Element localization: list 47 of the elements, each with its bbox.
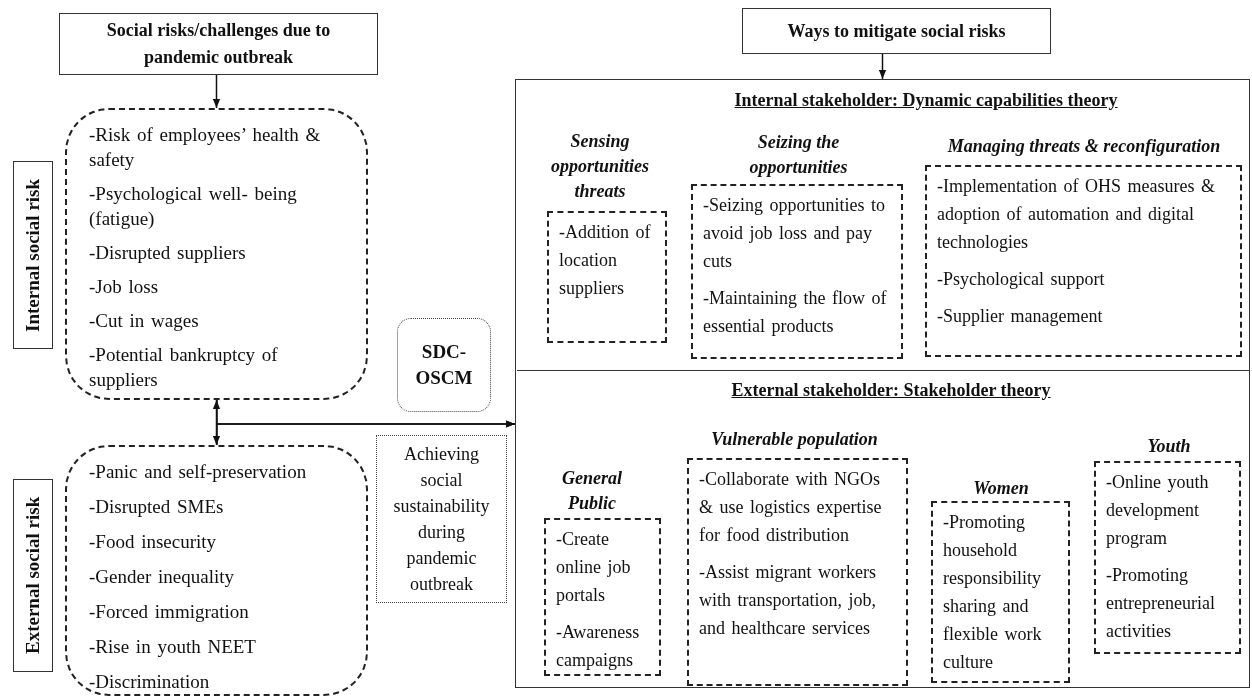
list-item: -Psychological well- being (fatigue) bbox=[89, 182, 298, 231]
list-item: -Implementation of OHS measures & adoption of automation and digital technologies bbox=[937, 175, 1216, 254]
list-item: -Disrupted SMEs bbox=[89, 495, 225, 519]
heading-box: Ways to mitigate social risks bbox=[742, 8, 1051, 54]
list-item: -Promoting household responsibility sharing and flexible work culture bbox=[943, 511, 1043, 674]
side-label: External social risk bbox=[13, 479, 53, 672]
column-heading: Vulnerable population bbox=[710, 428, 879, 451]
arrow bbox=[878, 53, 887, 80]
list-item: -Online youth development program bbox=[1106, 471, 1210, 550]
arrow bbox=[216, 420, 516, 446]
list-item: -Create online job portals bbox=[556, 528, 632, 607]
list-item: -Job loss bbox=[89, 275, 160, 299]
list-item: -Disrupted suppliers bbox=[89, 241, 247, 265]
list-item: -Gender inequality bbox=[89, 565, 235, 589]
column-heading: Managing threats & reconfiguration bbox=[946, 135, 1222, 158]
column-heading: Women bbox=[972, 477, 1030, 500]
arrow bbox=[212, 74, 221, 109]
list-item: -Discrimination bbox=[89, 670, 211, 694]
heading-box: Social risks/challenges due to pandemic outbreak bbox=[59, 13, 378, 75]
dotted-box: Achieving social sustainability during pandemic outbreak bbox=[376, 435, 507, 603]
list-item: -Promoting entrepreneurial activities bbox=[1106, 564, 1216, 643]
double-arrow bbox=[212, 399, 221, 446]
dashed-rounded-box bbox=[65, 445, 368, 696]
list-item: -Maintaining the flow of essential products bbox=[703, 287, 888, 338]
list-item: -Risk of employees’ health & safety bbox=[89, 123, 322, 172]
list-item: -Collaborate with NGOs & use logistics expertise for food distribution bbox=[699, 468, 883, 547]
list-item: -Addition of location suppliers bbox=[559, 221, 652, 300]
list-item: -Cut in wages bbox=[89, 309, 200, 333]
list-item: -Panic and self-preservation bbox=[89, 460, 308, 484]
list-item: -Forced immigration bbox=[89, 600, 250, 624]
dashed-rounded-box bbox=[65, 108, 368, 400]
list-item: -Food insecurity bbox=[89, 530, 218, 554]
list-item: -Seizing opportunities to avoid job loss and pay cuts bbox=[703, 194, 886, 273]
list-item: -Supplier management bbox=[937, 305, 1104, 328]
column-heading: Seizing the opportunities bbox=[748, 131, 849, 179]
section-heading: Internal stakeholder: Dynamic capabilities theory bbox=[733, 90, 1119, 111]
section-heading: External stakeholder: Stakeholder theory bbox=[730, 380, 1052, 401]
column-heading: Sensing opportunities threats bbox=[550, 130, 650, 203]
list-item: -Assist migrant workers with transportation, job, and healthcare services bbox=[699, 561, 877, 640]
list-item: -Rise in youth NEET bbox=[89, 635, 257, 659]
side-label: Internal social risk bbox=[13, 161, 53, 349]
outline-box bbox=[515, 79, 1250, 688]
list-item: -Potential bankruptcy of suppliers bbox=[89, 343, 279, 392]
column-heading: General Public bbox=[561, 467, 623, 515]
column-heading: Youth bbox=[1146, 435, 1192, 458]
list-item: -Awareness campaigns bbox=[556, 621, 641, 672]
list-item: -Psychological support bbox=[937, 268, 1106, 291]
